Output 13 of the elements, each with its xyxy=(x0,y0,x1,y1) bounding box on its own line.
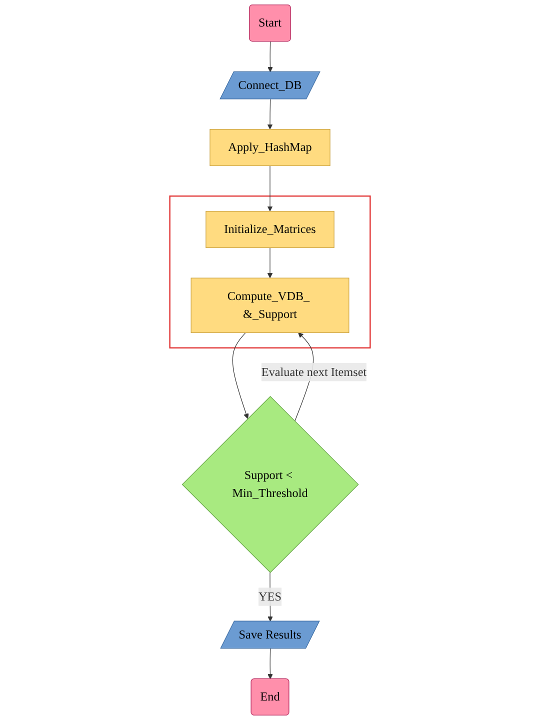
arrow xyxy=(267,41,272,72)
arrow xyxy=(266,247,272,278)
node-diamond: Support < Min_Threshold xyxy=(181,396,358,573)
edge-label: Evaluate next Itemset xyxy=(260,365,366,379)
arrow xyxy=(267,648,272,680)
node-box: Apply_HashMap xyxy=(209,129,330,166)
arrow xyxy=(232,332,248,419)
arrow xyxy=(266,165,272,212)
arrow xyxy=(266,98,272,130)
node-box: Compute_VDB_ &_Support xyxy=(190,278,349,333)
node-box: Initialize_Matrices xyxy=(205,210,334,248)
cluster xyxy=(168,195,370,348)
edge-label: YES xyxy=(258,590,281,604)
